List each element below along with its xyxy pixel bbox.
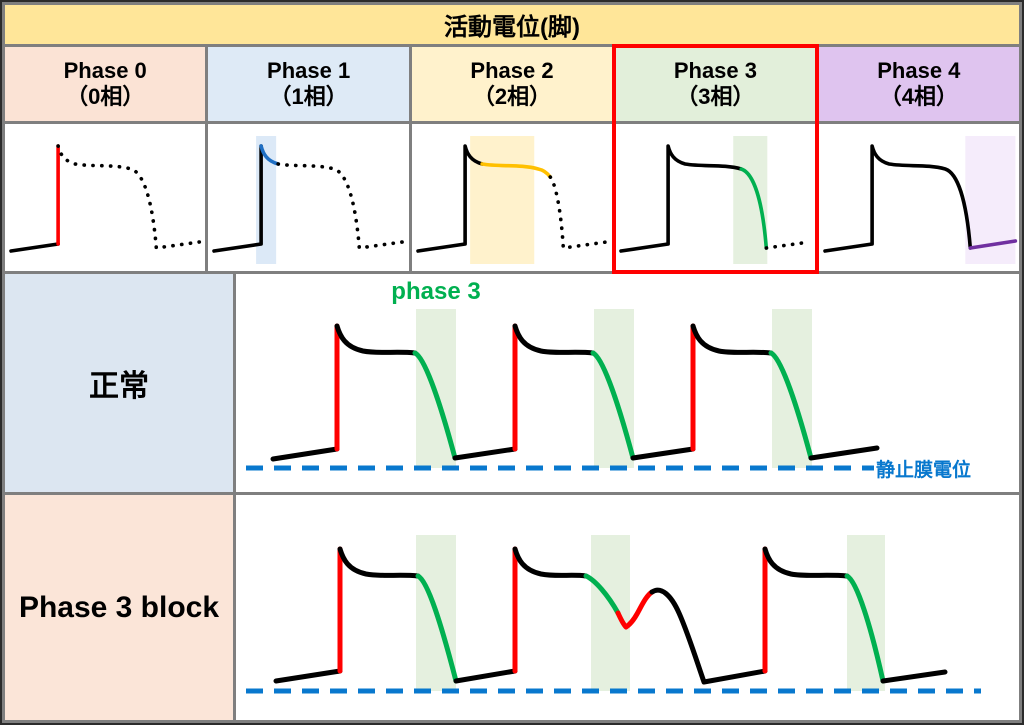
block-baseline — [273, 668, 343, 684]
phase4-diastolic-segment — [968, 239, 1017, 250]
phase3-block-row: Phase 3 block — [5, 495, 1019, 720]
phase2-waveform-cell — [411, 124, 613, 271]
block-ap3-tail — [880, 669, 948, 684]
phase3-solid-segment — [619, 144, 744, 253]
phase3-block-waveform — [246, 535, 981, 694]
normal-label: 正常 — [89, 370, 149, 403]
normal-label-cell: 正常 — [5, 274, 233, 492]
phase4-sub: （4相） — [879, 84, 958, 109]
block-ap2-phase3-partial — [583, 573, 621, 616]
phase3-name: Phase 3 — [673, 58, 757, 84]
phase3-header: Phase 3 （3相） — [615, 47, 816, 121]
block-ap1-phase3 — [415, 573, 459, 684]
phase3-block-wave-area — [236, 495, 1019, 720]
block-phase3-band-2 — [591, 535, 630, 691]
phase3-highlight-band — [733, 136, 768, 264]
normal-ap2-phase3 — [590, 350, 636, 461]
block-ap1-plateau — [337, 546, 421, 579]
phase1-rest-dotted-segment — [276, 162, 405, 250]
phase4-waveform — [822, 136, 1017, 264]
phase4-header: Phase 4 （4相） — [818, 47, 1020, 121]
normal-ap2-tail — [630, 446, 696, 461]
phase1-solid-segment — [212, 144, 264, 253]
normal-row: 正常 phase 3 — [5, 274, 1019, 492]
phase3-waveform — [619, 136, 812, 264]
phase1-waveform — [212, 136, 405, 264]
phase0-waveform — [9, 144, 202, 253]
phase3-block-label: Phase 3 block — [18, 590, 220, 624]
phase0-sub: （0相） — [66, 84, 145, 109]
phase4-solid-segment — [822, 144, 972, 253]
phase2-plateau-segment — [480, 162, 552, 179]
block-ap3-plateau — [762, 546, 850, 579]
block-ap2-plateau — [512, 546, 589, 579]
normal-ap3-plateau — [690, 323, 774, 356]
phase1-waveform-cell — [208, 124, 409, 271]
normal-waveform — [246, 309, 880, 471]
normal-ap1-plateau — [334, 323, 418, 356]
title-banner: 活動電位(脚) — [5, 5, 1019, 44]
normal-ap3-phase3 — [768, 350, 814, 461]
phase4-name: Phase 4 — [877, 58, 961, 84]
diagram-title: 活動電位(脚) — [444, 14, 580, 41]
phase0-baseline-segment — [9, 242, 60, 253]
phase-waveform-row — [5, 124, 1020, 271]
block-ap2-aberrant-hump — [649, 587, 768, 685]
normal-ap3-tail — [808, 445, 880, 461]
phase0-name: Phase 0 — [63, 58, 147, 84]
phase0-waveform-cell — [5, 124, 206, 271]
phase2-header: Phase 2 （2相） — [411, 47, 613, 121]
phase2-rest-dotted-segment — [548, 175, 609, 250]
phase3-waveform-cell — [615, 124, 816, 271]
phase1-notch-segment — [259, 144, 281, 166]
phase1-sub: （1相） — [269, 84, 348, 109]
phase0-rest-dotted-segment — [56, 144, 202, 250]
phase3-annotation: phase 3 — [391, 278, 481, 305]
block-ap3-phase3 — [844, 573, 886, 684]
phase3-repolarization-segment — [739, 167, 769, 250]
phase-header-row: Phase 0 （0相） Phase 1 （1相） Phase 2 （2相） P… — [5, 47, 1020, 121]
phase3-block-label-cell: Phase 3 block — [5, 495, 233, 720]
normal-wave-area: phase 3 静止膜電位 — [236, 274, 1019, 492]
normal-ap2-plateau — [512, 323, 596, 356]
block-ap1-tail — [453, 668, 518, 684]
phase1-name: Phase 1 — [267, 58, 351, 84]
resting-potential-label: 静止膜電位 — [876, 460, 972, 481]
phase4-waveform-cell — [818, 124, 1020, 271]
phase1-header: Phase 1 （1相） — [208, 47, 409, 121]
normal-ap1-tail — [452, 446, 518, 461]
block-ap2-premature-upstroke — [615, 589, 655, 630]
phase0-header: Phase 0 （0相） — [5, 47, 206, 121]
normal-ap1-phase3 — [412, 350, 458, 461]
phase3-sub: （3相） — [676, 84, 755, 109]
phase2-name: Phase 2 — [470, 58, 554, 84]
phase2-waveform — [416, 136, 609, 264]
phase2-solid-segment — [416, 144, 484, 253]
phase2-highlight-band — [469, 136, 535, 264]
phase3-tail-dotted-segment — [764, 240, 812, 250]
phase2-sub: （2相） — [472, 84, 552, 109]
normal-baseline — [270, 446, 340, 462]
